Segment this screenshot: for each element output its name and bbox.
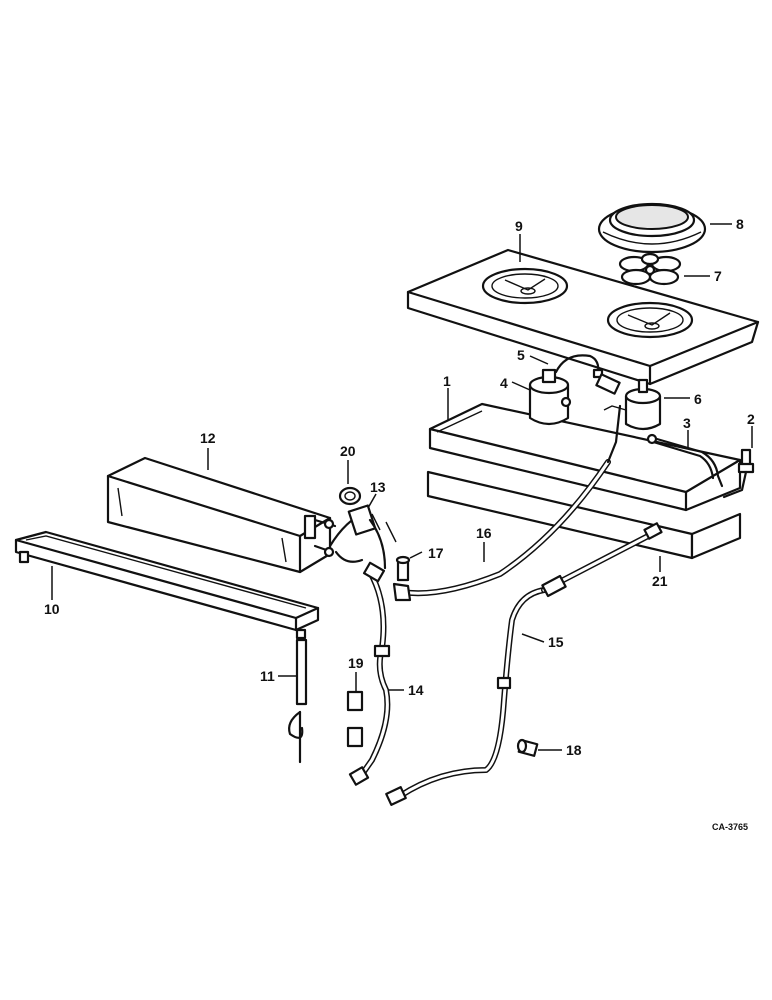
callout-21: 21 <box>652 573 668 589</box>
callout-11: 11 <box>260 668 275 684</box>
part-21-rail <box>426 470 742 560</box>
callout-12: 12 <box>200 430 216 446</box>
part-20-clip <box>338 486 362 506</box>
part-19-clamps <box>346 690 364 748</box>
callout-labels: 1 2 3 4 5 6 7 8 9 10 11 12 13 14 15 16 1… <box>44 216 755 832</box>
part-14-hose <box>348 561 391 786</box>
callout-10: 10 <box>44 601 60 617</box>
callout-4: 4 <box>500 375 508 391</box>
callout-8: 8 <box>736 216 744 232</box>
callout-5: 5 <box>517 347 525 363</box>
part-11-drain-tube <box>288 638 308 764</box>
callout-16: 16 <box>476 525 492 541</box>
part-10-drain-tray <box>14 530 320 640</box>
part-17-fitting <box>395 555 411 582</box>
reference-code: CA-3765 <box>712 822 748 832</box>
part-9-top-panel <box>406 248 760 386</box>
part-13-expansion-valve <box>328 504 397 570</box>
callout-17: 17 <box>428 545 444 561</box>
callout-7: 7 <box>714 268 722 284</box>
leader-lines <box>51 223 753 751</box>
callout-18: 18 <box>566 742 582 758</box>
part-12-evaporator <box>106 456 337 574</box>
callout-20: 20 <box>340 443 356 459</box>
callout-3: 3 <box>683 415 691 431</box>
part-3-line <box>646 433 724 488</box>
part-6-switch <box>603 378 662 431</box>
callout-15: 15 <box>548 634 564 650</box>
callout-1: 1 <box>443 373 451 389</box>
callout-9: 9 <box>515 218 523 234</box>
callout-19: 19 <box>348 655 364 671</box>
callout-2: 2 <box>747 411 755 427</box>
part-16-hose <box>392 404 622 602</box>
part-4-receiver-drier <box>528 368 572 426</box>
callout-14: 14 <box>408 682 424 698</box>
part-2-valve <box>722 448 755 499</box>
callout-13: 13 <box>370 479 386 495</box>
part-18-fitting <box>516 738 539 757</box>
callout-6: 6 <box>694 391 702 407</box>
part-1-housing <box>428 402 742 512</box>
part-15-hose <box>385 522 663 806</box>
part-7-fan-blade <box>618 252 682 286</box>
fitting-connector <box>595 373 621 395</box>
part-8-dome-cover <box>597 202 707 254</box>
